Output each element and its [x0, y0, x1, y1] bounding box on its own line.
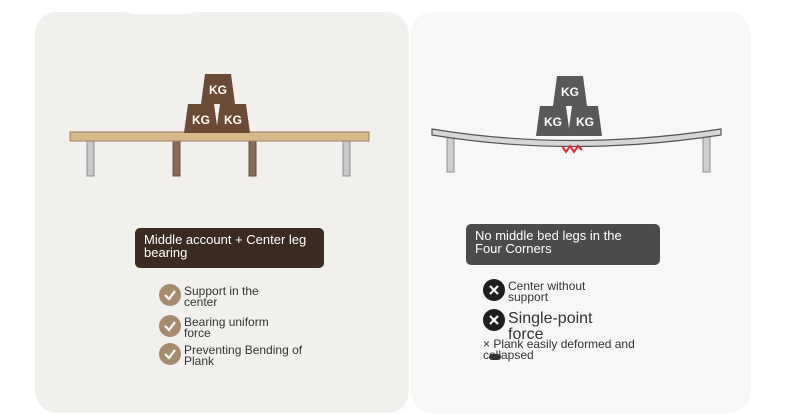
note-dash [489, 354, 501, 360]
benefit-item-3: Preventing Bending of Plank [159, 343, 309, 367]
benefit-item-1: Support in the center [159, 284, 279, 308]
left-plank [69, 131, 370, 142]
drawback-text: Center without support [508, 279, 586, 304]
check-icon [159, 284, 181, 306]
right-weight-top-label: KG [561, 85, 579, 99]
benefit-text: Preventing Bending of Plank [184, 343, 303, 368]
right-bed [431, 128, 722, 173]
benefit-text: Support in the center [184, 284, 259, 309]
right-label: No middle bed legs in the Four Corners [466, 224, 660, 265]
right-weight-top [553, 76, 587, 106]
x-icon [483, 309, 505, 331]
left-weight-bl-label: KG [192, 113, 210, 127]
left-bed [69, 131, 370, 177]
right-weight-br [568, 106, 602, 136]
check-icon [159, 343, 181, 365]
left-leg-1 [86, 139, 95, 177]
left-weight-top [201, 74, 235, 104]
right-weight-bl-label: KG [544, 115, 562, 129]
left-center-leg-2 [248, 139, 257, 177]
right-weights: KG KG KG [536, 76, 602, 136]
drawback-note: × Plank easily deformed and collapsed [483, 337, 635, 362]
right-weight-bl [536, 106, 570, 136]
left-leg-2 [342, 139, 351, 177]
right-leg-1 [446, 135, 455, 173]
benefit-text: Bearing uniform force [184, 315, 269, 340]
left-weight-br [216, 104, 250, 133]
left-weight-br-label: KG [224, 113, 242, 127]
drawback-item-1: Center without support [483, 279, 603, 303]
drawback-text: Single-point force [508, 310, 593, 343]
left-weight-bl [184, 104, 218, 133]
decorative-blob [105, 0, 215, 14]
left-label: Middle account + Center leg bearing [135, 228, 324, 268]
left-center-leg-1 [172, 139, 181, 177]
left-weight-top-label: KG [209, 83, 227, 97]
benefit-item-2: Bearing uniform force [159, 315, 284, 339]
drawback-item-2: Single-point force [483, 309, 618, 343]
right-bent-plank [431, 128, 722, 148]
crack-mark-icon [561, 144, 583, 154]
right-leg-2 [702, 134, 711, 173]
x-icon [483, 279, 505, 301]
left-weights: KG KG KG [184, 74, 250, 133]
right-weight-br-label: KG [576, 115, 594, 129]
check-icon [159, 315, 181, 337]
